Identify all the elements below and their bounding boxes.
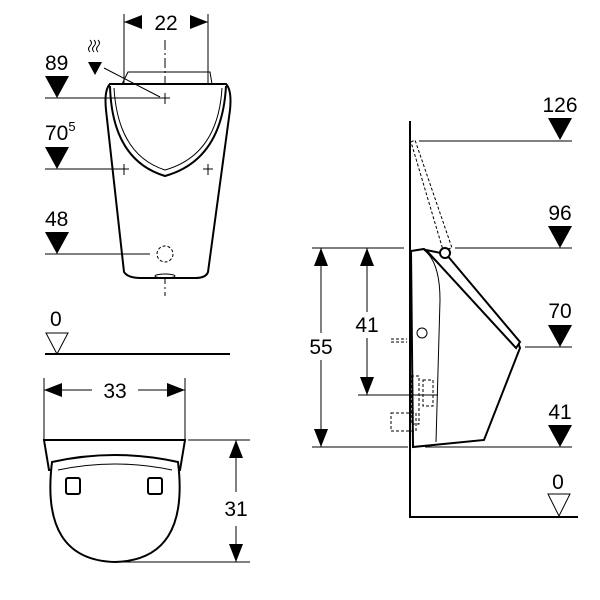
front-floor-level: 0 bbox=[50, 308, 62, 331]
top-view: 33 31 bbox=[42, 378, 250, 564]
side-level-126: 126 bbox=[542, 94, 577, 117]
front-level-89: 89 bbox=[45, 52, 68, 75]
front-width-dimension: 22 bbox=[154, 12, 177, 35]
side-level-96: 96 bbox=[548, 202, 571, 225]
side-view: 126 96 70 41 0 55 41 bbox=[309, 94, 578, 518]
side-level-70: 70 bbox=[548, 300, 571, 323]
top-depth-dimension: 31 bbox=[224, 498, 247, 521]
water-inlet-icon bbox=[88, 39, 102, 75]
side-level-41: 41 bbox=[548, 401, 571, 424]
top-width-dimension: 33 bbox=[103, 380, 126, 403]
side-floor-level: 0 bbox=[552, 471, 564, 494]
front-view: 22 89 705 48 0 bbox=[45, 12, 232, 356]
side-outlet-dimension: 41 bbox=[355, 314, 378, 337]
front-level-48: 48 bbox=[45, 208, 68, 231]
front-level-70-5: 705 bbox=[45, 119, 76, 145]
side-height-dimension: 55 bbox=[309, 336, 332, 359]
